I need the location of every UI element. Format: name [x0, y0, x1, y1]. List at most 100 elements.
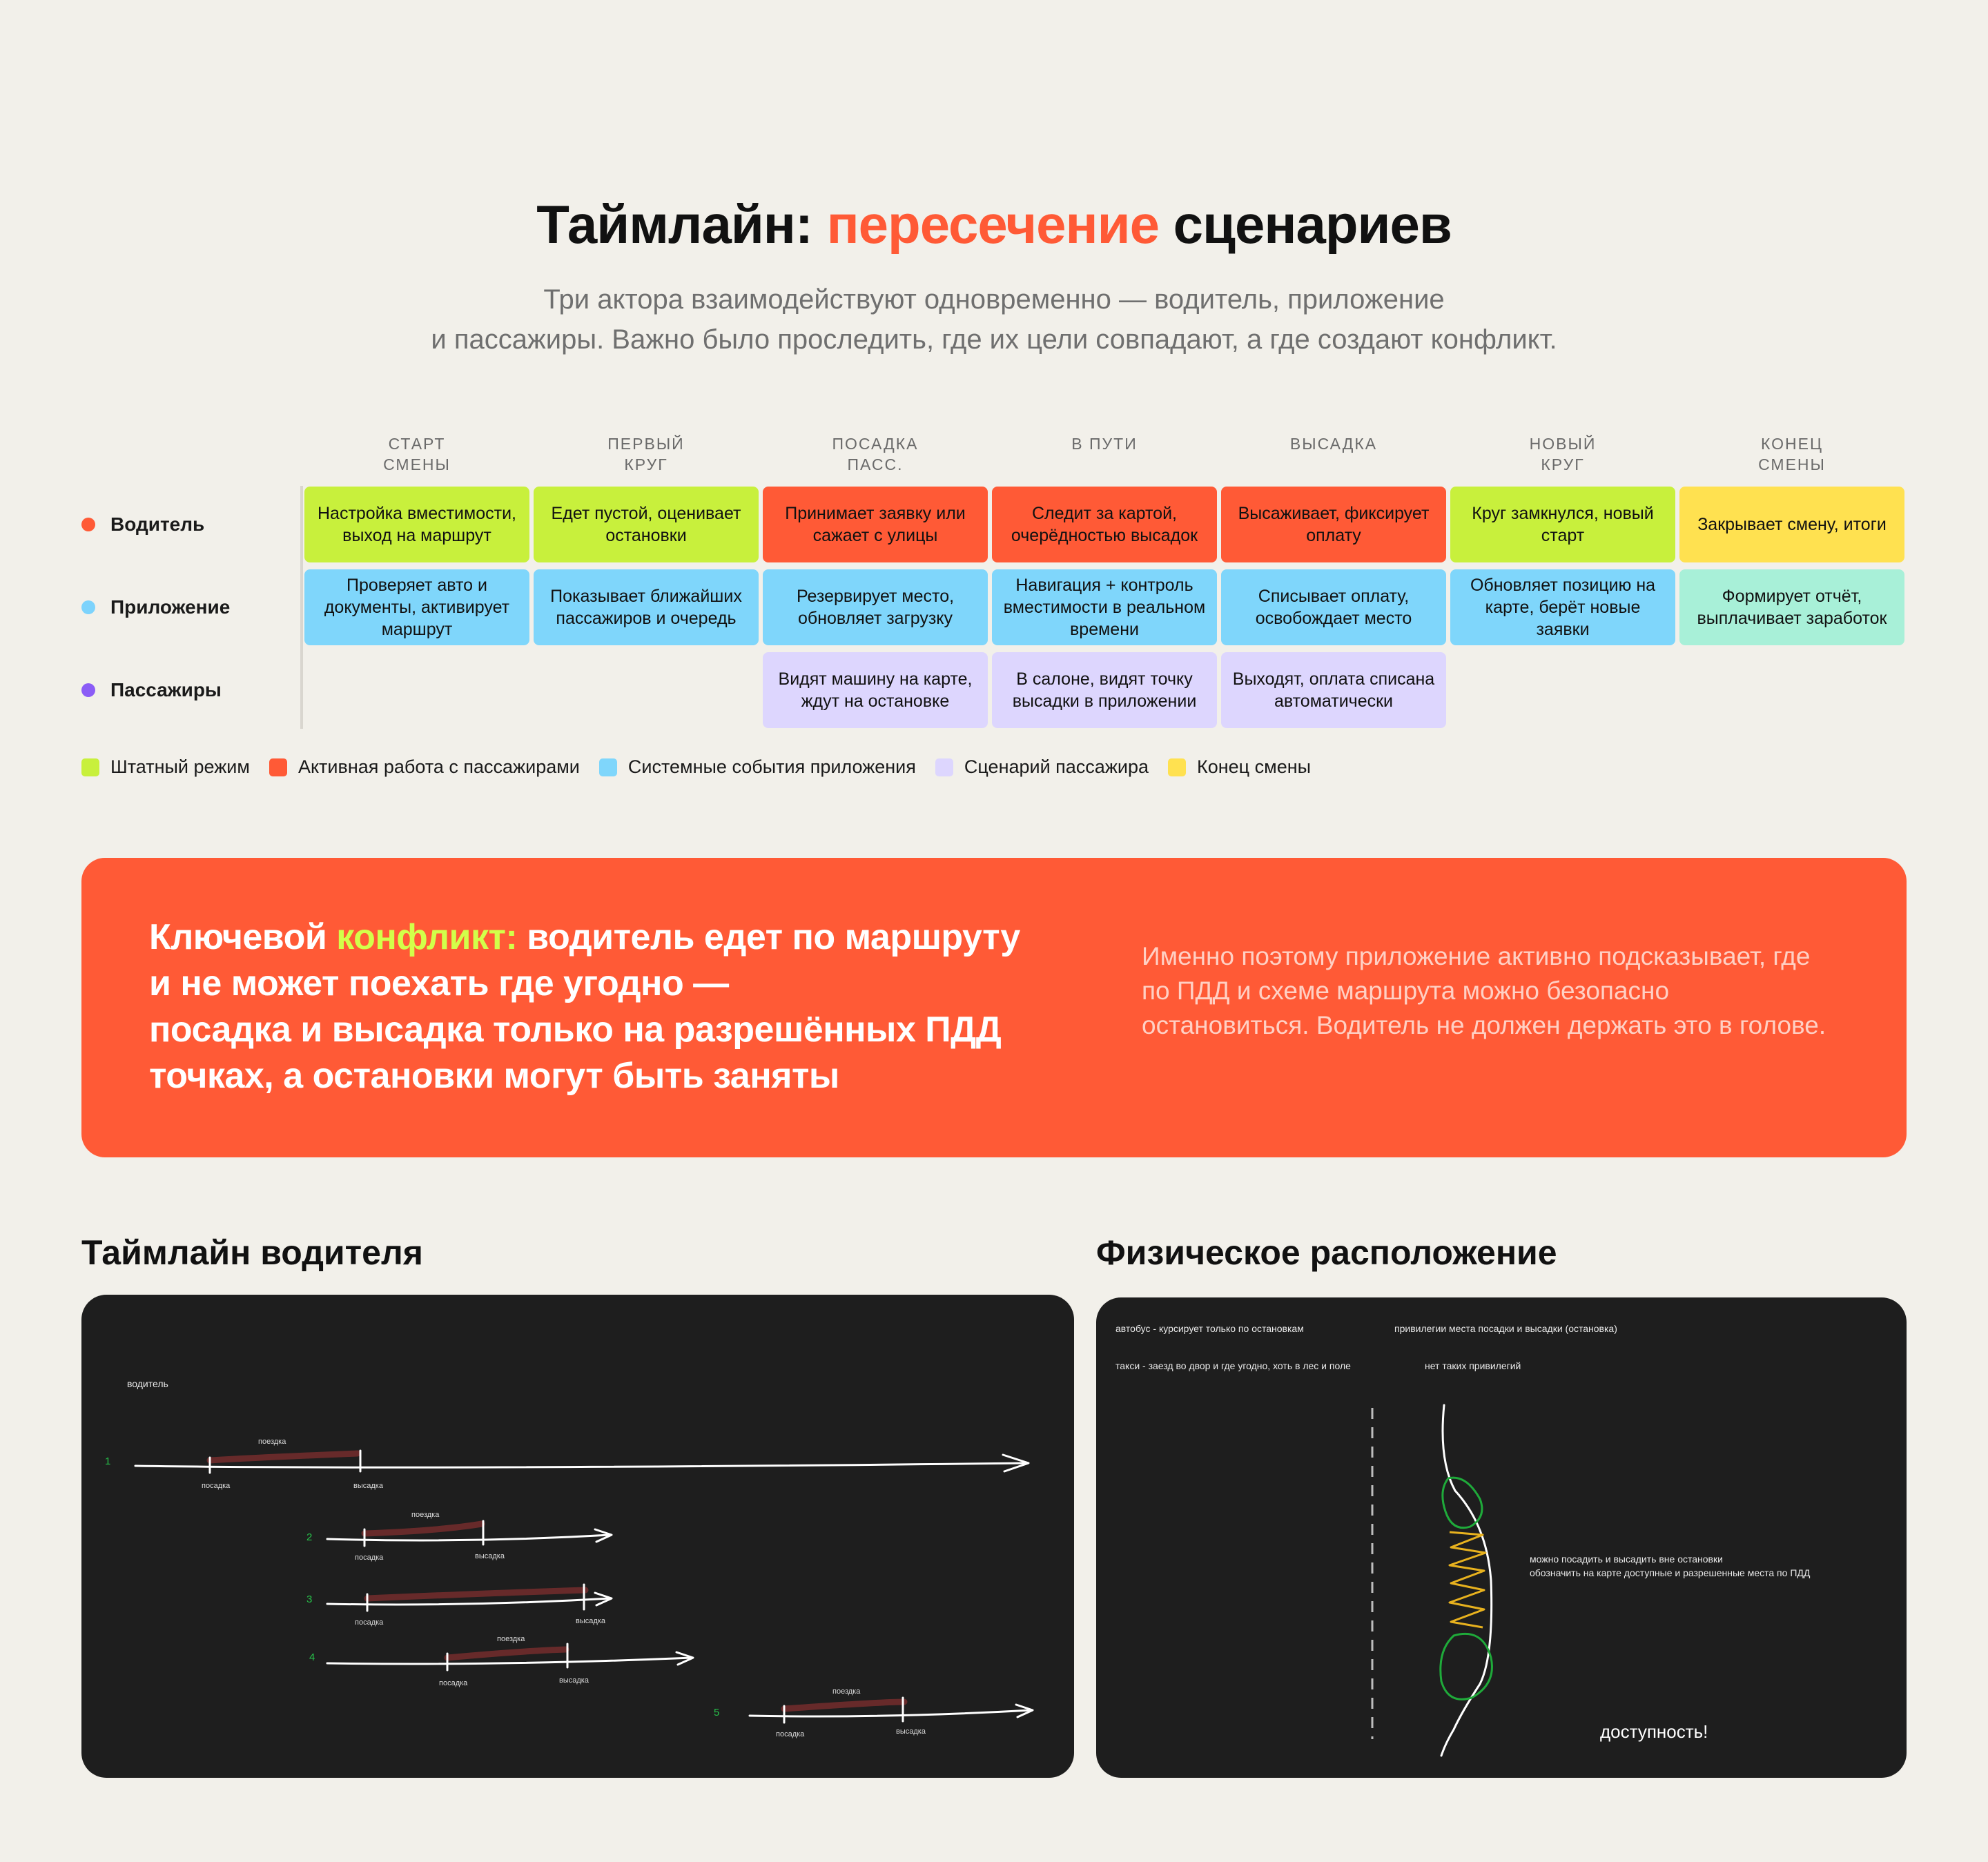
cell-passengers-boarding: Видят машину на карте, ждут на остановке [763, 652, 988, 728]
cell-driver-dropoff: Высаживает, фиксирует оплату [1221, 487, 1446, 562]
timeline-line [326, 1656, 693, 1665]
note-line-1: можно посадить и высадить вне остановки [1530, 1554, 1723, 1565]
conflict-explanation: Именно поэтому приложение активно подска… [1142, 942, 1826, 1039]
legend-swatch [935, 758, 953, 776]
column-header-line: КОНЕЦ [1761, 435, 1823, 453]
legend-label: Сценарий пассажира [964, 756, 1149, 777]
pickup-label: посадка [776, 1730, 805, 1738]
legend-item-passenger: Сценарий пассажира [935, 756, 1149, 778]
ride-segment [781, 1698, 908, 1712]
column-header-line: НОВЫЙ [1529, 435, 1597, 453]
driver-timeline-sketch: водитель 1 поездка посадка высадка 2 пое… [105, 1378, 1034, 1738]
column-header-first-round: ПЕРВЫЙ КРУГ [532, 433, 760, 475]
ride-segment [206, 1450, 361, 1464]
legend-swatch [1168, 758, 1187, 776]
page-subtitle: Три актора взаимодействуют одновременно … [0, 280, 1988, 360]
lane-number: 1 [105, 1456, 110, 1467]
bus-privilege-text: привилегии места посадки и высадки (оста… [1394, 1323, 1617, 1334]
pickup-label: посадка [355, 1618, 384, 1627]
legend-item-normal: Штатный режим [81, 756, 250, 778]
column-header-line: КРУГ [1541, 455, 1585, 473]
app-dot-icon [81, 600, 95, 614]
cell-driver-new-round: Круг замкнулся, новый старт [1450, 487, 1675, 562]
cell-app-dropoff: Списывает оплату, освобождает место [1221, 569, 1446, 645]
row-divider [300, 486, 303, 729]
arrow-head-icon [1002, 1453, 1030, 1473]
physical-layout-board: автобус - курсирует только по остановкам… [1096, 1297, 1907, 1778]
cell-passengers-on-the-way: В салоне, видят точку высадки в приложен… [992, 652, 1217, 728]
row-label-driver: Водитель [81, 511, 204, 538]
conflict-lead: Ключевой [149, 917, 337, 957]
cell-driver-start: Настройка вместимости, выход на маршрут [304, 487, 529, 562]
arrow-head-icon [1015, 1703, 1034, 1718]
legend-label: Конец смены [1197, 756, 1312, 777]
cell-driver-boarding: Принимает заявку или сажает с улицы [763, 487, 988, 562]
pickup-label: посадка [355, 1554, 384, 1562]
row-label-passengers: Пассажиры [81, 676, 222, 704]
stop-zigzag [1448, 1531, 1487, 1629]
column-header-line: ПАСС. [847, 455, 904, 473]
ride-label: поездка [832, 1687, 861, 1696]
bus-text: автобус - курсирует только по остановкам [1115, 1323, 1304, 1334]
legend-item-active: Активная работа с пассажирами [269, 756, 580, 778]
dropoff-label: высадка [576, 1617, 606, 1625]
dropoff-label: высадка [353, 1482, 384, 1490]
physical-layout-sketch: автобус - курсирует только по остановкам… [1115, 1323, 1811, 1757]
cell-app-first-round: Показывает ближайших пассажиров и очеред… [534, 569, 759, 645]
column-header-line: ПЕРВЫЙ [607, 435, 685, 453]
timeline-line [326, 1597, 612, 1606]
conflict-rest: водитель едет по маршруту [517, 917, 1020, 957]
column-header-on-the-way: В ПУТИ [991, 433, 1218, 454]
conflict-statement: Ключевой конфликт: водитель едет по марш… [149, 914, 1102, 1099]
pickup-label: посадка [439, 1679, 468, 1687]
subtitle-line-2: и пассажиры. Важно было проследить, где … [431, 324, 1557, 355]
legend: Штатный режим Активная работа с пассажир… [81, 756, 1311, 778]
column-header-line: СМЕНЫ [383, 455, 451, 473]
accessibility-label: доступность! [1600, 1721, 1708, 1742]
column-header-line: ВЫСАДКА [1289, 435, 1378, 453]
row-label-text: Водитель [110, 513, 205, 535]
column-header-line: В ПУТИ [1071, 435, 1138, 453]
allowed-zone-bottom [1439, 1632, 1493, 1701]
note-line-2: обозначить на карте доступные и разрешен… [1530, 1567, 1811, 1578]
legend-item-system: Системные события приложения [598, 756, 916, 778]
taxi-privilege-text: нет таких привилегий [1425, 1360, 1521, 1371]
row-label-text: Пассажиры [110, 679, 222, 700]
legend-label: Активная работа с пассажирами [298, 756, 580, 777]
ride-segment [444, 1646, 569, 1661]
ride-segment [364, 1587, 589, 1602]
ride-label: поездка [497, 1635, 525, 1643]
cell-app-end-shift: Формирует отчёт, выплачивает заработок [1679, 569, 1904, 645]
curb-line [1440, 1404, 1493, 1757]
cell-passengers-dropoff: Выходят, оплата списана автоматически [1221, 652, 1446, 728]
lane-number: 5 [714, 1707, 719, 1718]
actor-label: водитель [127, 1378, 168, 1389]
dropoff-label: высадка [559, 1676, 589, 1685]
page-title: Таймлайн: пересечение сценариев [0, 193, 1988, 256]
ride-label: поездка [411, 1511, 440, 1519]
column-header-dropoff: ВЫСАДКА [1220, 433, 1448, 454]
cell-app-boarding: Резервирует место, обновляет загрузку [763, 569, 988, 645]
conflict-line-4: точках, а остановки могут быть заняты [149, 1056, 839, 1096]
ride-segment [361, 1520, 485, 1537]
cell-driver-end-shift: Закрывает смену, итоги [1679, 487, 1904, 562]
column-header-line: КРУГ [624, 455, 668, 473]
timeline-line [134, 1462, 1029, 1469]
legend-swatch [598, 758, 617, 776]
cell-app-start: Проверяет авто и документы, активирует м… [304, 569, 529, 645]
column-header-new-round: НОВЫЙ КРУГ [1449, 433, 1677, 475]
conflict-banner: Ключевой конфликт: водитель едет по марш… [81, 858, 1907, 1157]
column-header-line: СМЕНЫ [1758, 455, 1826, 473]
legend-swatch [81, 758, 99, 776]
lane-number: 3 [306, 1594, 312, 1605]
arrow-head-icon [675, 1651, 694, 1666]
passengers-dot-icon [81, 683, 95, 697]
column-header-end-shift: КОНЕЦ СМЕНЫ [1678, 433, 1906, 475]
arrow-head-icon [594, 1591, 613, 1607]
cell-driver-on-the-way: Следит за картой, очерёдностью высадок [992, 487, 1217, 562]
lane-number: 2 [306, 1531, 312, 1543]
legend-swatch [269, 758, 287, 776]
conflict-line-1: Ключевой конфликт: водитель едет по марш… [149, 914, 1102, 961]
physical-layout-title: Физическое расположение [1096, 1233, 1557, 1272]
